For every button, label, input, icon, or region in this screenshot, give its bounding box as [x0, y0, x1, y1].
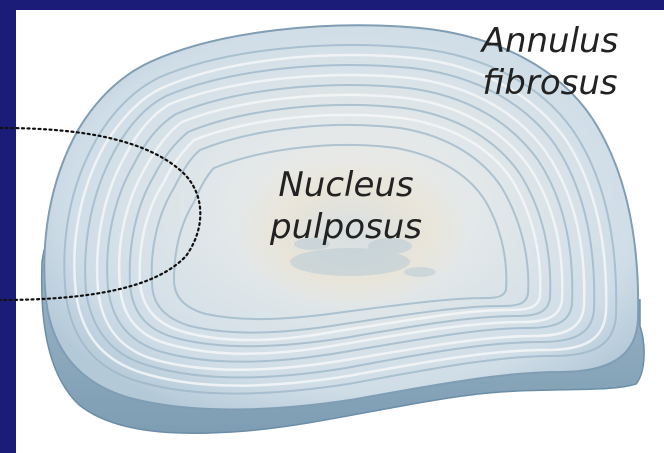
annulus-fibrosus-label: Annulus fibrosus [466, 20, 634, 104]
annulus-label-line2: fibrosus [466, 62, 634, 104]
nucleus-label-line2: pulposus [256, 206, 436, 248]
annulus-label-line1: Annulus [466, 20, 634, 62]
nucleus-pulposus-label: Nucleus pulposus [256, 164, 436, 248]
nucleus-label-line1: Nucleus [256, 164, 436, 206]
